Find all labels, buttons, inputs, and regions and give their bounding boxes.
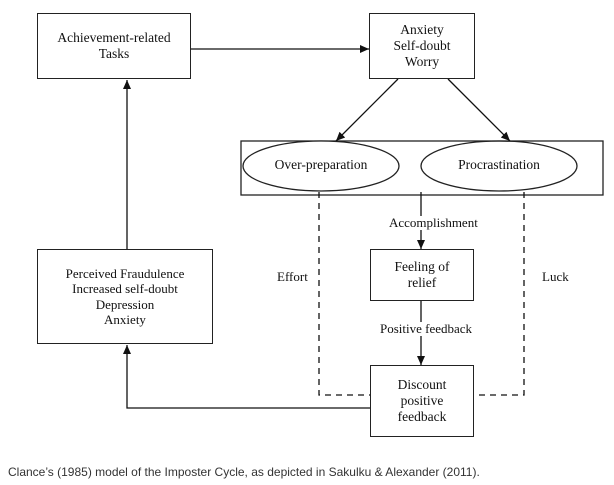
ellipse-procrastination-label: Procrastination [458, 157, 540, 172]
label-luck: Luck [542, 269, 569, 284]
box-achievement-tasks: Achievement-related Tasks [37, 13, 191, 79]
imposter-cycle-diagram: Achievement-related Tasks Anxiety Self-d… [37, 13, 604, 437]
box-anxiety: Anxiety Self-doubt Worry [369, 13, 475, 79]
figure-caption: Clance’s (1985) model of the Imposter Cy… [8, 465, 480, 479]
luck-dashed-path [473, 192, 525, 396]
box-discount-positive-feedback: Discount positive feedback [370, 365, 474, 437]
arrow-anxiety-to-over-preparation [335, 78, 399, 142]
ellipse-over-preparation-label: Over-preparation [274, 157, 368, 172]
ellipse-procrastination-shape [420, 140, 578, 192]
box-perceived-fraudulence: Perceived Fraudulence Increased self-dou… [37, 249, 213, 344]
label-positive-feedback: Positive feedback [380, 321, 473, 336]
label-accomplishment: Accomplishment [389, 215, 478, 230]
ellipse-container [240, 140, 604, 196]
diagram-connectors [123, 45, 604, 409]
effort-dashed-path [318, 192, 370, 396]
label-effort: Effort [277, 269, 308, 284]
arrow-anxiety-to-procrastination [447, 78, 511, 142]
arrow-discount-to-fraudulence [123, 345, 370, 409]
ellipse-over-preparation-shape [242, 140, 400, 192]
box-feeling-of-relief: Feeling of relief [370, 249, 474, 301]
